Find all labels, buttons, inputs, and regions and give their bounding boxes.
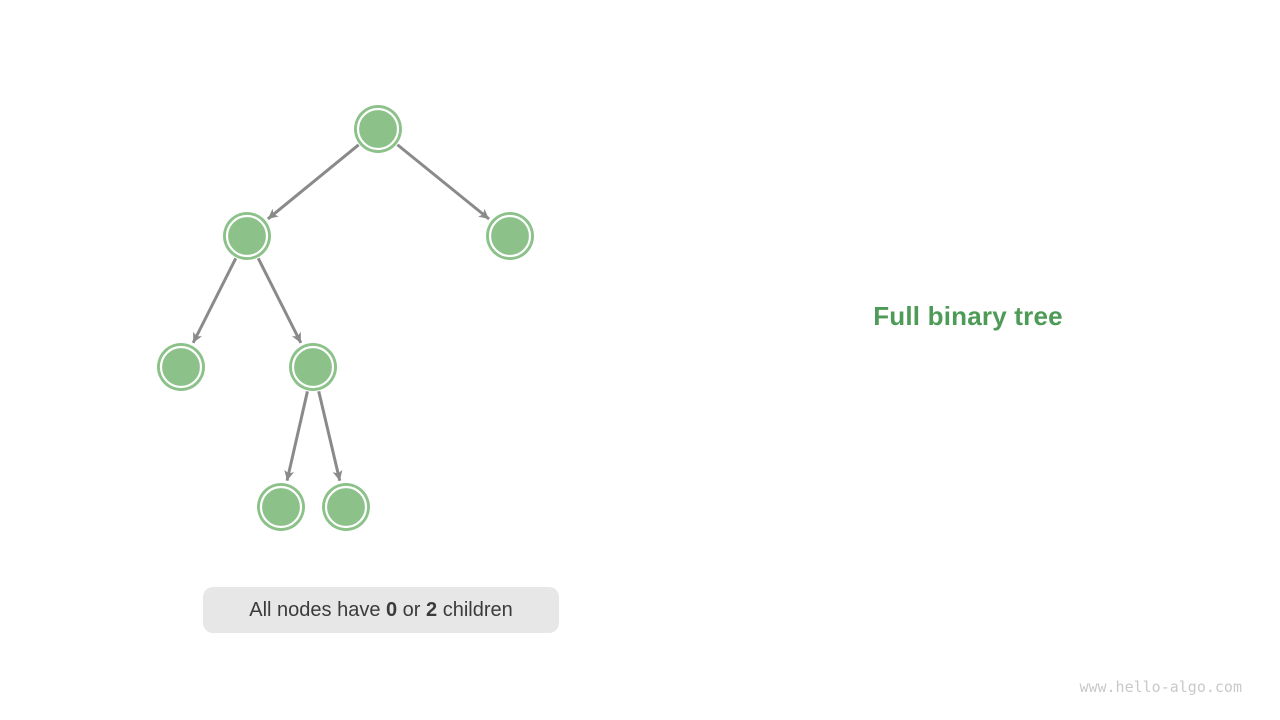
tree-node (223, 212, 271, 260)
tree-node (322, 483, 370, 531)
tree-edge (266, 143, 360, 221)
tree-edge (317, 390, 343, 482)
tree-node (157, 343, 205, 391)
tree-edge (191, 257, 238, 344)
watermark-url: www.hello-algo.com (1079, 678, 1242, 696)
caption-text-part: or (397, 598, 427, 621)
caption-text-part: 2 (426, 598, 438, 621)
tree-edge (284, 391, 309, 482)
tree-edge (256, 257, 303, 344)
tree-node (289, 343, 337, 391)
tree-edge (396, 143, 490, 221)
caption-box: All nodes have 0 or 2 children (203, 587, 559, 633)
tree-node (257, 483, 305, 531)
figure-title: Full binary tree (873, 301, 1063, 331)
caption-text-part: children (437, 598, 513, 621)
caption-text-part: 0 (386, 598, 398, 621)
tree-node (486, 212, 534, 260)
caption-text-part: All nodes have (249, 598, 386, 621)
tree-node (354, 105, 402, 153)
